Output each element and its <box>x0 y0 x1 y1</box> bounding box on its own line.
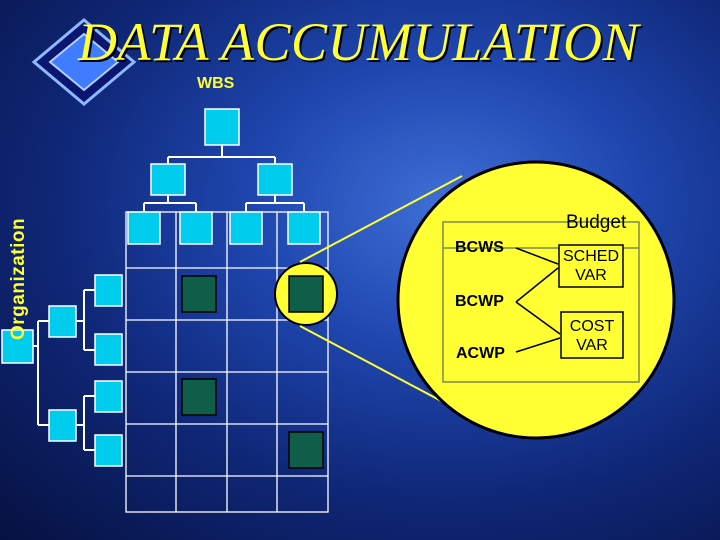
page-title: DATA ACCUMULATION <box>78 12 640 72</box>
variance-lines <box>515 247 561 353</box>
org-box-level2 <box>48 409 77 442</box>
cost-var-text: COST VAR <box>561 317 623 355</box>
selected-cost-account-cell <box>288 275 324 313</box>
detail-circle <box>396 160 676 440</box>
wbs-box-level3 <box>229 211 263 245</box>
wbs-box-level3 <box>179 211 213 245</box>
wbs-box-level3 <box>287 211 321 245</box>
org-box-top <box>1 329 34 364</box>
org-box-level2 <box>48 305 77 338</box>
budget-label: Budget <box>566 212 627 233</box>
diamond-logo-icon <box>31 18 137 106</box>
org-box-level3 <box>94 333 123 366</box>
cost-var-line2: VAR <box>576 337 608 354</box>
org-box-level3 <box>94 274 123 307</box>
matrix-grid <box>125 211 329 513</box>
wbs-label: WBS <box>197 75 235 92</box>
cost-var-line1: COST <box>569 318 615 335</box>
cost-account-cells <box>181 275 324 469</box>
sched-var-line1: SCHED <box>562 248 619 265</box>
org-tree-lines <box>33 289 95 451</box>
sched-var-text: SCHED VAR <box>559 247 623 285</box>
org-box-level3 <box>94 380 123 413</box>
bcwp-label: BCWP <box>455 293 504 310</box>
wbs-boxes <box>127 108 321 245</box>
org-box-level3 <box>94 434 123 467</box>
wbs-box-top <box>204 108 240 146</box>
organization-label: Organization <box>8 217 29 340</box>
wbs-tree-lines <box>143 145 305 212</box>
wbs-box-level2 <box>150 163 186 196</box>
bcws-label: BCWS <box>455 239 504 256</box>
cost-var-box <box>560 311 624 359</box>
sched-var-line2: VAR <box>575 267 607 284</box>
zoom-lines <box>299 175 463 413</box>
acwp-label: ACWP <box>456 345 505 362</box>
org-boxes <box>1 274 123 467</box>
sched-var-box <box>558 244 624 288</box>
wbs-box-level3 <box>127 211 161 245</box>
wbs-box-level2 <box>257 163 293 196</box>
